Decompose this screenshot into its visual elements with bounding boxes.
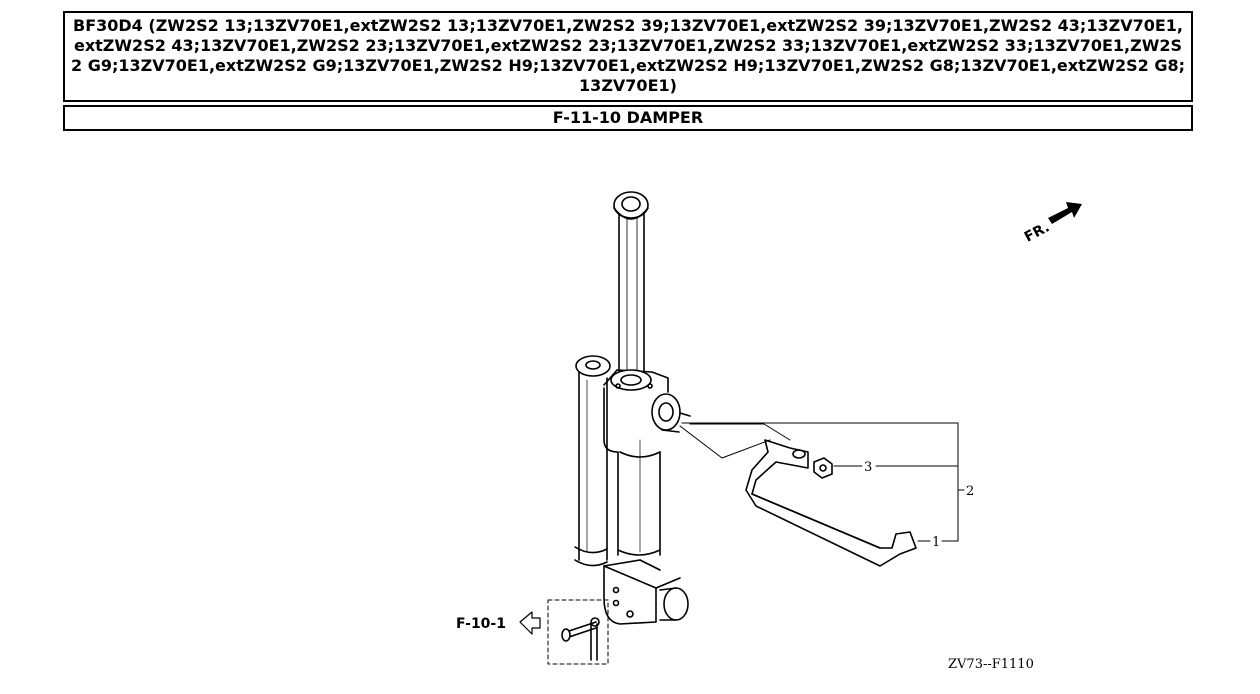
page-title: BF30D4 (ZW2S2 13;13ZV70E1,extZW2S2 13;13… — [63, 11, 1193, 102]
rear-cylinder[interactable] — [574, 355, 611, 567]
callout-2: 2 — [966, 484, 974, 499]
front-arrow-icon — [1048, 202, 1082, 224]
section-title: F-11-10 DAMPER — [63, 105, 1193, 131]
damper-body[interactable] — [603, 369, 691, 556]
callout-leaders — [679, 422, 965, 542]
piston-rod[interactable] — [613, 191, 649, 379]
front-marker-label: FR. — [1022, 219, 1052, 245]
mount-bolt[interactable] — [547, 599, 609, 665]
lower-mount-block[interactable] — [603, 559, 689, 625]
callout-3: 3 — [864, 460, 872, 475]
callout-1: 1 — [932, 535, 940, 550]
flange-nut[interactable] — [813, 457, 833, 479]
damper-bracket[interactable] — [745, 439, 917, 567]
ref-link-label[interactable]: F-10-1 — [456, 616, 506, 632]
drawing-code: ZV73--F1110 — [948, 657, 1034, 672]
ref-arrow-icon[interactable] — [519, 611, 541, 635]
